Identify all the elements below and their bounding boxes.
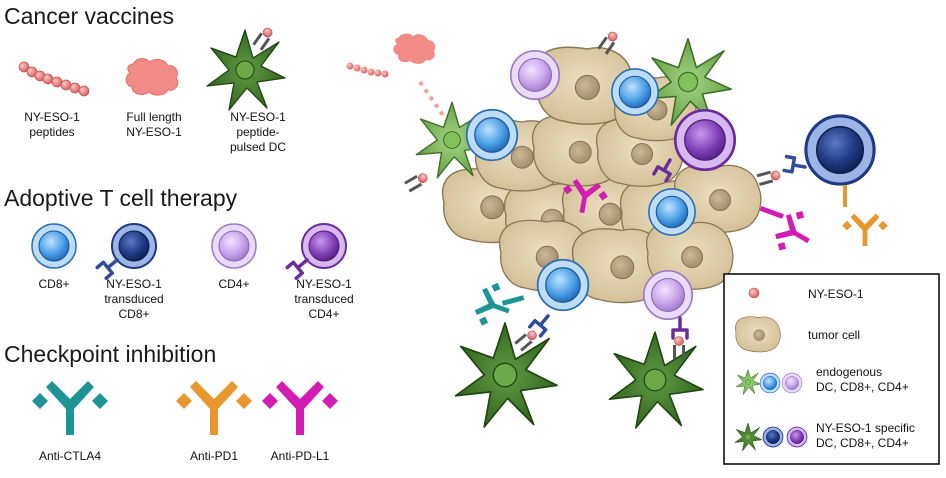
antibody-label-pdl1: Anti-PD-L1 — [271, 449, 330, 463]
cell-label-tcd8b: transduced — [104, 292, 163, 306]
title-checkpoint-inhibition: Checkpoint inhibition — [4, 341, 216, 367]
cell-label-tcd8c: CD8+ — [118, 307, 149, 321]
legend-tumor-icon — [734, 316, 781, 353]
vaccine-label-3b: peptide- — [236, 125, 279, 139]
vaccine-label-3a: NY-ESO-1 — [230, 110, 286, 124]
pulsed-dc-icon — [206, 29, 286, 111]
cell-label-tcd4c: CD4+ — [308, 307, 339, 321]
transduced-cd4-icon — [301, 223, 347, 269]
cell-label-tcd4b: transduced — [294, 292, 353, 306]
tcr-cd4-icon — [285, 258, 309, 280]
cell-label-cd4: CD4+ — [218, 277, 249, 291]
cd4-cell-icon — [211, 223, 257, 269]
floating-protein-icon — [393, 33, 436, 64]
cell-label-tcd8a: NY-ESO-1 — [106, 277, 162, 291]
peptides-icon — [18, 61, 90, 97]
legend-spec-cd8-icon — [762, 426, 784, 448]
vaccine-label-2a: Full length — [126, 110, 181, 124]
legend-endo-cd4-icon — [781, 372, 803, 394]
full-length-protein-icon — [125, 58, 179, 96]
legend-spec-cd4-icon — [786, 426, 808, 448]
vaccine-label-2b: NY-ESO-1 — [126, 125, 182, 139]
legend-antigen-icon — [748, 287, 760, 299]
anti-pd1-icon — [176, 381, 252, 435]
antibody-label-ctla4: Anti-CTLA4 — [39, 449, 101, 463]
floating-peptides-icon — [346, 62, 389, 78]
title-adoptive-t-cell: Adoptive T cell therapy — [4, 185, 238, 211]
cell-label-cd8: CD8+ — [38, 277, 69, 291]
antibody-label-pd1: Anti-PD1 — [190, 449, 238, 463]
legend-specific-l1: NY-ESO-1 specific — [816, 421, 915, 435]
legend-box: NY-ESO-1 tumor cell endogenous DC, CD8+,… — [723, 273, 940, 465]
vaccine-label-3c: pulsed DC — [230, 140, 286, 154]
legend-antigen-label: NY-ESO-1 — [808, 287, 864, 301]
cell-label-tcd4a: NY-ESO-1 — [296, 277, 352, 291]
legend-endogenous-l2: DC, CD8+, CD4+ — [816, 380, 909, 394]
legend-specific-l2: DC, CD8+, CD4+ — [816, 436, 909, 450]
cd8-cell-icon — [31, 223, 77, 269]
anti-pdl1-icon — [262, 381, 338, 435]
title-cancer-vaccines: Cancer vaccines — [4, 3, 174, 29]
transduced-cd8-icon — [111, 223, 157, 269]
legend-endogenous-l1: endogenous — [816, 365, 882, 379]
tumor-microenvironment — [346, 29, 888, 429]
vaccine-label-1a: NY-ESO-1 — [24, 110, 80, 124]
legend-tumor-label: tumor cell — [808, 328, 860, 342]
vaccine-label-1b: peptides — [29, 125, 74, 139]
legend-endo-cd8-icon — [759, 372, 781, 394]
anti-ctla4-icon — [32, 381, 108, 435]
